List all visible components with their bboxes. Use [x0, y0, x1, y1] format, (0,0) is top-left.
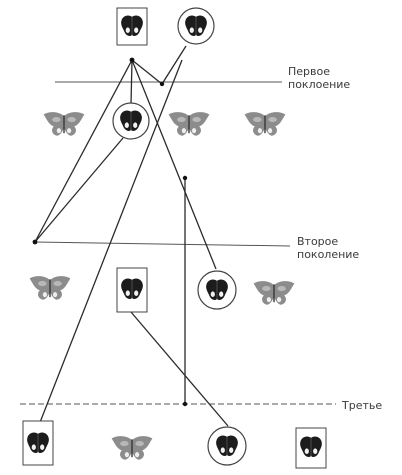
- moth-icon: [245, 112, 286, 136]
- moth-icon: [30, 276, 71, 300]
- f3-female-marked: [208, 427, 246, 465]
- line-p2-to-mid-node: [162, 46, 186, 84]
- line-g2-node-to-f1-circle: [35, 138, 123, 242]
- f3-male-left: [23, 421, 53, 465]
- dot-mid: [160, 82, 164, 86]
- generation-label-first: Первое поклоение: [288, 65, 350, 91]
- line-p1-to-g2-node: [35, 60, 132, 242]
- dot-center: [183, 176, 187, 180]
- separator-g2: [35, 242, 290, 246]
- parent-female: [178, 8, 214, 44]
- dot-g3-center: [183, 402, 187, 406]
- line-p1-to-f1-circle: [131, 60, 132, 104]
- moth-icon: [169, 112, 210, 136]
- generation-label-second-line2: поколение: [297, 248, 359, 261]
- f2-female-marked: [198, 271, 236, 309]
- moth-icon: [254, 281, 295, 305]
- dot-g2-left: [33, 240, 38, 245]
- generation-1: [44, 103, 286, 139]
- junction-dots: [33, 58, 188, 407]
- f2-male-marked: [117, 268, 147, 312]
- generation-label-first-line2: поклоение: [288, 78, 350, 91]
- generation-label-second-line1: Второе: [297, 235, 359, 248]
- moth-icon: [44, 112, 85, 136]
- parent-male: [117, 8, 147, 45]
- f3-male-right: [296, 428, 326, 468]
- line-p1-to-g2-circle: [132, 60, 216, 269]
- generation-label-second: Второе поколение: [297, 235, 359, 261]
- line-g2-square-to-g3-circle: [131, 312, 228, 426]
- generation-label-third: Третье: [342, 399, 382, 412]
- moth-icon: [112, 436, 153, 460]
- generation-label-first-line1: Первое: [288, 65, 350, 78]
- generation-label-third-line1: Третье: [342, 399, 382, 412]
- f1-female-marked: [113, 103, 149, 139]
- generation-3: [23, 421, 326, 468]
- generation-2: [30, 268, 295, 312]
- dot-parent-square: [130, 58, 135, 63]
